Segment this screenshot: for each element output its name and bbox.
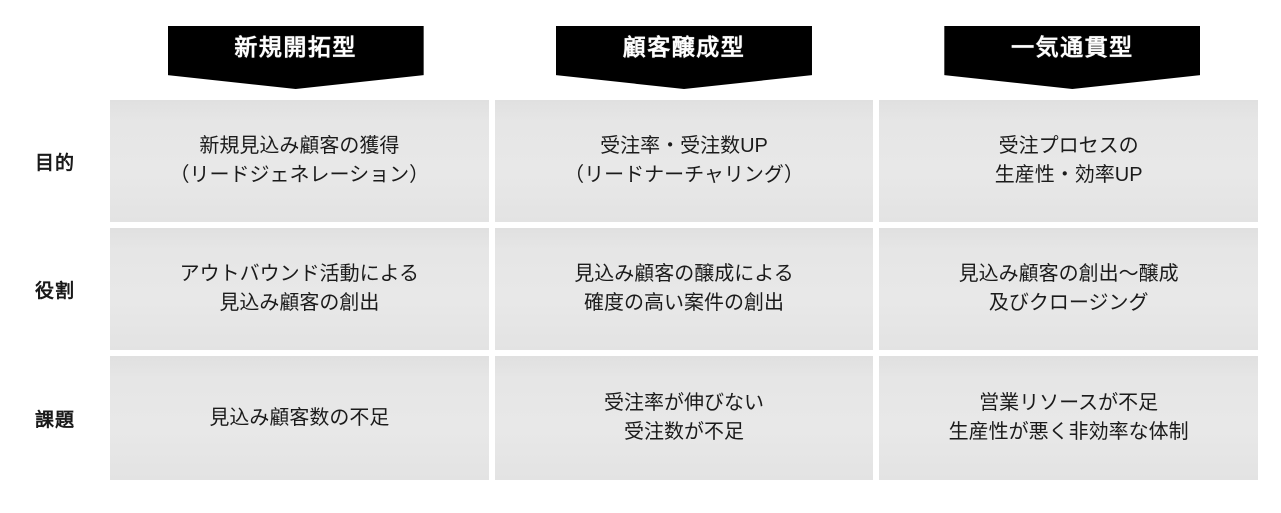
column-header-banner-customer-nurturing[interactable]: 顧客醸成型	[555, 26, 812, 89]
cell-text-line: 受注プロセスの	[998, 135, 1139, 157]
row-cells-purpose: 新規見込み顧客の獲得 （リードジェネレーション） 受注率・受注数UP （リードナ…	[110, 100, 1259, 222]
cell-purpose-end-to-end[interactable]: 受注プロセスの 生産性・効率UP	[879, 100, 1259, 222]
cell-issue-customer-nurturing[interactable]: 受注率が伸びない 受注数が不足	[494, 356, 874, 480]
cell-text-line: 受注率・受注数UP	[600, 135, 768, 157]
table-row-role: 役割 アウトバウンド活動による 見込み顧客の創出 見込み顧客の醸成による 確度の…	[0, 228, 1259, 350]
cell-role-end-to-end[interactable]: 見込み顧客の創出〜醸成 及びクロージング	[879, 228, 1259, 350]
row-label-role: 役割	[0, 228, 110, 350]
table-row-purpose: 目的 新規見込み顧客の獲得 （リードジェネレーション） 受注率・受注数UP （リ…	[0, 100, 1259, 222]
cell-purpose-new-development[interactable]: 新規見込み顧客の獲得 （リードジェネレーション）	[110, 100, 489, 222]
cell-issue-new-development[interactable]: 見込み顧客数の不足	[110, 356, 489, 480]
cell-text-line: 見込み顧客の創出〜醸成	[958, 263, 1179, 285]
column-header-label-end-to-end: 一気通貫型	[1011, 34, 1134, 60]
cell-text-line: （リードナーチャリング）	[564, 164, 804, 186]
cell-text-line: 見込み顧客の創出	[219, 292, 380, 314]
column-header-label-customer-nurturing: 顧客醸成型	[622, 34, 746, 60]
cell-text-line: （リードジェネレーション）	[169, 164, 430, 186]
column-header-banner-row: 新規開拓型 顧客醸成型 一気通貫型	[110, 26, 1258, 90]
cell-text-line: 受注率が伸びない	[604, 392, 764, 414]
cell-text-line: 確度の高い案件の創出	[584, 292, 784, 314]
row-cells-issue: 見込み顧客数の不足 受注率が伸びない 受注数が不足 営業リソースが不足 生産性が…	[110, 356, 1259, 480]
cell-text-line: 見込み顧客の醸成による	[574, 263, 794, 285]
column-header-slot-2: 顧客醸成型	[498, 26, 869, 90]
row-cells-role: アウトバウンド活動による 見込み顧客の創出 見込み顧客の醸成による 確度の高い案…	[110, 228, 1259, 350]
row-label-purpose: 目的	[0, 100, 110, 222]
cell-text-line: 及びクロージング	[988, 292, 1149, 314]
cell-text-line: 受注数が不足	[624, 421, 744, 443]
column-header-label-new-development: 新規開拓型	[234, 34, 357, 60]
column-header-slot-3: 一気通貫型	[887, 26, 1258, 90]
row-label-issue: 課題	[0, 356, 110, 480]
column-header-banner-new-development[interactable]: 新規開拓型	[167, 26, 424, 89]
table-body: 目的 新規見込み顧客の獲得 （リードジェネレーション） 受注率・受注数UP （リ…	[0, 100, 1259, 490]
cell-purpose-customer-nurturing[interactable]: 受注率・受注数UP （リードナーチャリング）	[494, 100, 874, 222]
cell-role-new-development[interactable]: アウトバウンド活動による 見込み顧客の創出	[110, 228, 489, 350]
column-header-slot-1: 新規開拓型	[110, 26, 481, 90]
cell-text-line: アウトバウンド活動による	[179, 263, 420, 285]
column-header-banner-end-to-end[interactable]: 一気通貫型	[944, 26, 1201, 89]
table-row-issue: 課題 見込み顧客数の不足 受注率が伸びない 受注数が不足 営業リソースが不足 生…	[0, 356, 1259, 480]
cell-role-customer-nurturing[interactable]: 見込み顧客の醸成による 確度の高い案件の創出	[494, 228, 874, 350]
cell-text-line: 生産性が悪く非効率な体制	[948, 421, 1189, 443]
cell-issue-end-to-end[interactable]: 営業リソースが不足 生産性が悪く非効率な体制	[879, 356, 1259, 480]
cell-text-line: 新規見込み顧客の獲得	[199, 135, 400, 157]
cell-text-line: 営業リソースが不足	[979, 392, 1159, 414]
cell-text-line: 生産性・効率UP	[994, 164, 1143, 186]
cell-text-line: 見込み顧客数の不足	[209, 406, 390, 429]
